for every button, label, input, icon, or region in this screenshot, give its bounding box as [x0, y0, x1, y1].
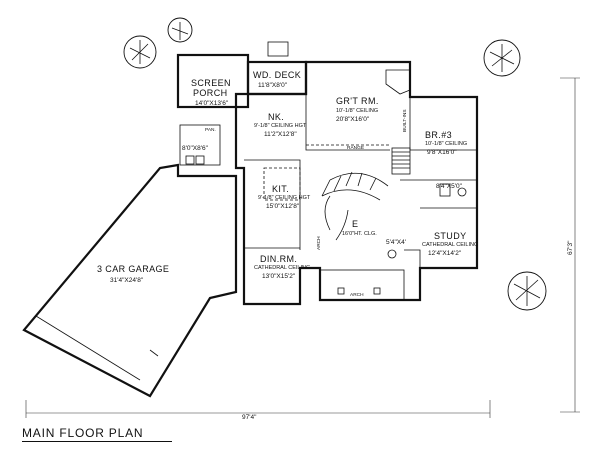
- wd-deck-label: WD. DECK: [253, 70, 301, 80]
- closet-dims: 5'4"X4': [386, 239, 406, 246]
- kitchen-label: KIT.: [272, 184, 289, 194]
- chimney: [267, 41, 289, 57]
- garage-door-line: [35, 315, 141, 381]
- main-house-walls: [234, 60, 479, 306]
- screen-porch-label-1: SCREEN: [191, 78, 231, 88]
- laundry-area: [179, 124, 221, 166]
- tree-icon: [167, 17, 193, 43]
- curved-staircase: [321, 171, 389, 241]
- bath-fixtures: [439, 183, 451, 197]
- dining-room-ceiling: CATHEDRAL CEILING: [254, 265, 310, 271]
- tree-icon: [507, 271, 547, 311]
- nook-label: NK.: [268, 112, 284, 122]
- tree-icon: [123, 35, 157, 69]
- dining-room-dims: 13'0"X15'2": [262, 273, 296, 280]
- foyer-ceiling: 16'0"HT. CLG.: [342, 231, 377, 237]
- study-ceiling: CATHEDRAL CEILING: [422, 242, 478, 248]
- arch-tag-side: ARCH: [316, 236, 322, 250]
- kitchen-island-outline: [263, 167, 301, 201]
- great-room-dims: 20'8"X16'0": [336, 116, 370, 123]
- laundry-dims: 8'0"X8'6": [182, 145, 209, 152]
- great-room-ceiling: 10'-1/8" CEILING: [336, 108, 378, 114]
- screen-porch-label-2: PORCH: [193, 88, 228, 98]
- title-underline: [22, 441, 172, 442]
- arch-tag-front: ARCH: [350, 292, 364, 298]
- fireplace: [385, 69, 411, 95]
- study-label: STUDY: [434, 231, 467, 241]
- kitchen-dims: 15'0"X12'8": [266, 203, 300, 210]
- range-tag: RANGE: [347, 145, 364, 151]
- built-ins-tag: BUILT-INS: [402, 109, 408, 132]
- study-dims: 12'4"X14'2": [428, 250, 462, 257]
- great-room-label: GR'T RM.: [336, 96, 379, 106]
- bedroom-3-dims: 9'8"X16'0": [427, 149, 457, 156]
- wd-deck-dims: 11'8"X8'0": [258, 82, 288, 89]
- staircase: [391, 147, 411, 175]
- foyer-label: E: [352, 219, 358, 229]
- garage-dims: 31'4"X24'8": [110, 277, 144, 284]
- bath-dims: 8'4"X5'0": [436, 183, 463, 190]
- kitchen-ceiling: 9'-1/8" CEILING HGT: [258, 195, 311, 201]
- plan-title: MAIN FLOOR PLAN: [22, 426, 144, 440]
- nook-dims: 11'2"X12'8": [264, 131, 297, 138]
- bedroom-3-label: BR.#3: [425, 130, 452, 140]
- garage-label: 3 CAR GARAGE: [97, 264, 169, 274]
- screen-porch-dims: 14'0"X13'6": [195, 100, 229, 107]
- front-porch: [319, 269, 405, 301]
- overall-depth-label: 67'3": [567, 240, 574, 255]
- bedroom-3-ceiling: 10'-1/8" CEILING: [425, 141, 467, 147]
- garage-walls: [22, 163, 238, 398]
- tree-icon: [483, 39, 521, 77]
- pantry-tag: PAN.: [205, 127, 216, 133]
- dining-room-label: DIN.RM.: [260, 254, 297, 264]
- overall-width-label: 97'4": [242, 414, 257, 421]
- nook-ceiling: 9'-1/8" CEILING HGT: [254, 123, 307, 129]
